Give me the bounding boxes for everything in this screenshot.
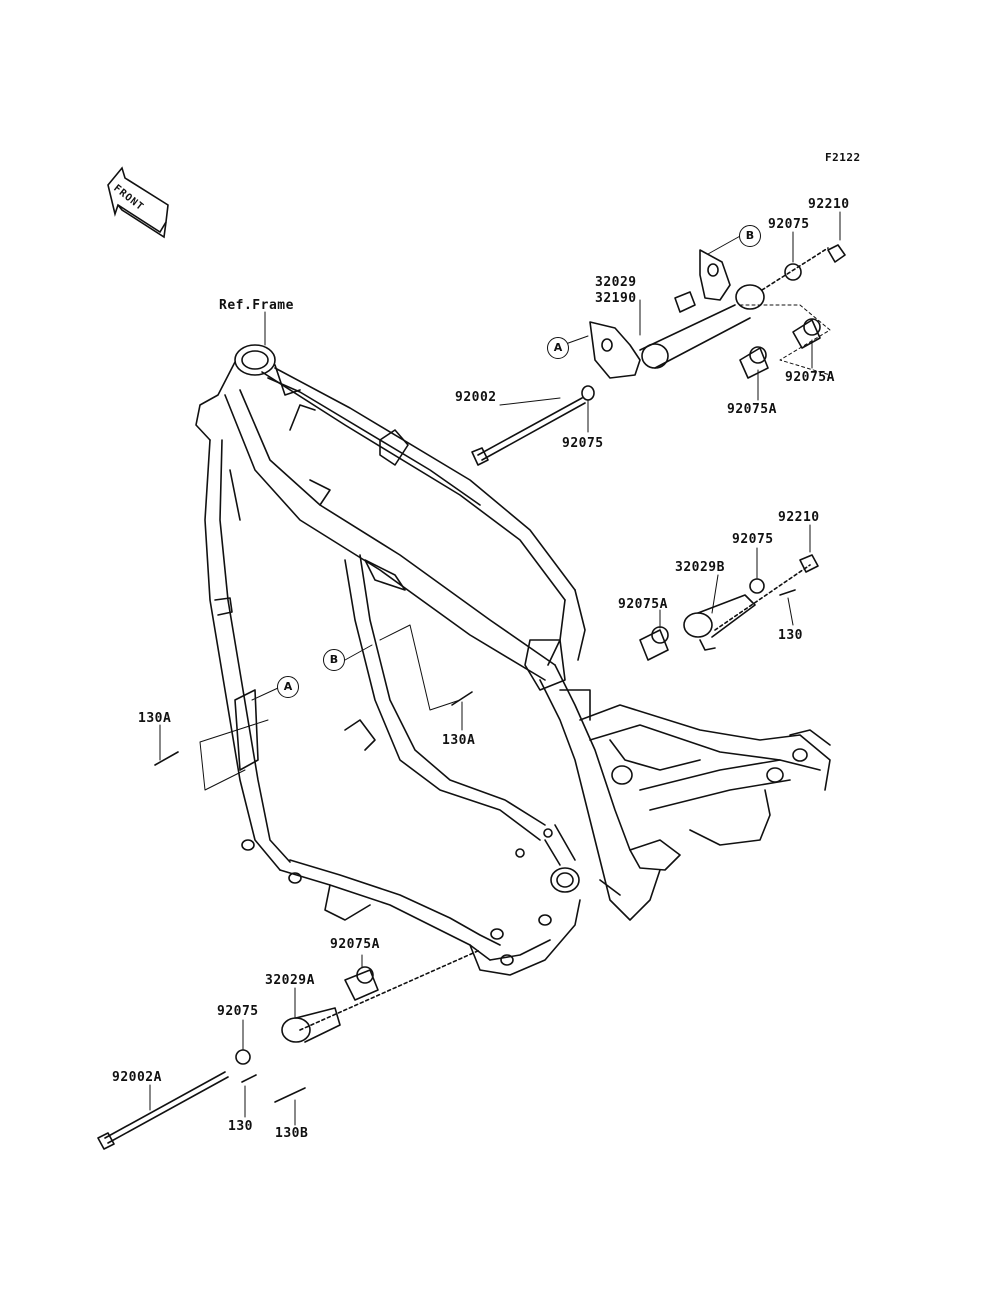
part-label-32029B: 32029B [675,560,725,575]
part-label-92075A-low: 92075A [330,937,380,952]
bracket-32029B [639,554,819,661]
callout-a-left: A [277,676,299,698]
upper-engine-bracket [589,249,765,379]
part-label-130B: 130B [275,1126,309,1141]
part-label-32029: 32029 [595,275,637,290]
part-label-32029A: 32029A [265,973,315,988]
washer-92075-top [784,263,802,281]
part-label-130A-center: 130A [442,733,476,748]
front-arrow-icon [107,166,169,239]
collar-92075A-upper [739,318,821,379]
part-label-92210-mid: 92210 [778,510,820,525]
nut-92210-top [827,244,846,263]
part-label-92075-mid2: 92075 [732,532,774,547]
part-label-130A-left: 130A [138,711,172,726]
figure-code: F2122 [825,151,861,164]
part-label-92075A-left: 92075A [618,597,668,612]
part-label-92002: 92002 [455,390,497,405]
bolt-130A-left [154,751,179,766]
part-label-92002A: 92002A [112,1070,162,1085]
part-label-32190: 32190 [595,291,637,306]
bolt-92002 [471,397,586,466]
part-label-92075-mid: 92075 [562,436,604,451]
part-label-92210-top: 92210 [808,197,850,212]
bolt-130A-center [451,691,473,706]
callout-a-top: A [547,337,569,359]
part-label-130-low: 130 [228,1119,253,1134]
motorcycle-frame [195,344,831,976]
callout-b-top: B [739,225,761,247]
washer-92075-mid [581,385,595,401]
part-label-92075A-bottom: 92075A [727,402,777,417]
part-label-92075-low: 92075 [217,1004,259,1019]
part-label-130: 130 [778,628,803,643]
bolt-92002A [97,1071,229,1150]
ref-frame-label: Ref.Frame [219,298,294,313]
callout-b-mid: B [323,649,345,671]
part-label-92075A-right: 92075A [785,370,835,385]
part-label-92075-top: 92075 [768,217,810,232]
bracket-32029A [235,966,379,1103]
